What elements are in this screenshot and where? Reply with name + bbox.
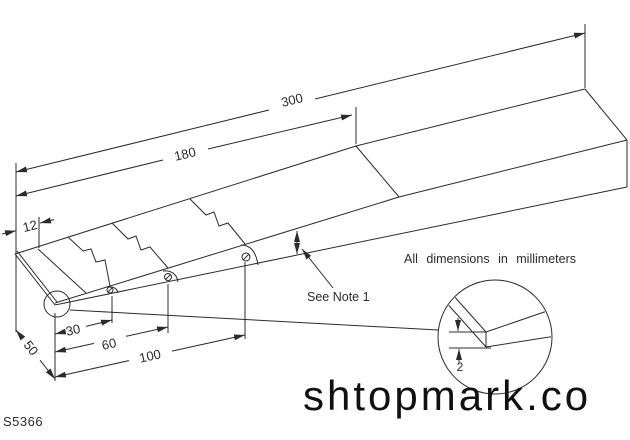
dim-line-100-right [171, 334, 246, 352]
wedge-tip-edge [14, 253, 56, 306]
pivot-pin-60 [164, 273, 172, 281]
part-number: S5366 [3, 414, 44, 429]
dim-line-60-right [125, 326, 169, 337]
wedge-top-front-edge [54, 139, 628, 304]
units-note: All dimensions in millimeters [404, 252, 576, 266]
dim-line-300-right [314, 32, 586, 100]
wedge-bottom-front-edge [54, 186, 628, 306]
scallop-30 [105, 286, 119, 294]
see-note-label: See Note 1 [307, 290, 370, 304]
wedge-tip-edge-inner [16, 250, 58, 303]
dim-line-30-left [54, 328, 67, 335]
detail-view-lines [443, 284, 551, 348]
dim-arrow-12-left [1, 230, 17, 237]
dim-arrow-12-right [39, 217, 55, 224]
dim-label-30: 30 [64, 321, 82, 339]
dim-label-60: 60 [100, 335, 118, 353]
pivot-pin-30 [106, 286, 114, 294]
pivot-pin-100-slot [242, 253, 250, 261]
dim-line-60-left [54, 342, 95, 353]
dim-line-100-left [54, 360, 130, 378]
dim-line-30-right [85, 319, 113, 327]
dim-label-2: 2 [456, 360, 464, 374]
pivot-pin-60-slot [165, 274, 171, 280]
wedge-transverse-edge-180 [355, 145, 400, 198]
leaf-division-step-60 [111, 222, 169, 269]
wedge-end-face [584, 88, 628, 187]
dim-line-300-left [15, 109, 270, 173]
dim-line-180-right [207, 114, 353, 150]
detail-leader-line [69, 309, 439, 331]
dim-line-180-left [15, 159, 164, 197]
leaf-division-straight [37, 248, 87, 294]
dim-label-12: 12 [21, 217, 39, 235]
detail-view-circle [437, 279, 553, 395]
leaf-division-step-100 [189, 198, 246, 245]
scallop-100 [240, 244, 259, 266]
scallop-60 [162, 270, 179, 283]
see-note-leader [301, 248, 334, 289]
watermark-text: shtopmark.co [303, 372, 592, 419]
leaf-division-step-30 [67, 236, 111, 287]
dim-line-50-bottom [39, 359, 56, 380]
pivot-pin-100 [241, 252, 251, 262]
dim-line-50-top [15, 329, 26, 341]
pivot-pin-30-slot [107, 287, 113, 293]
tip-callout-circle [43, 290, 71, 318]
